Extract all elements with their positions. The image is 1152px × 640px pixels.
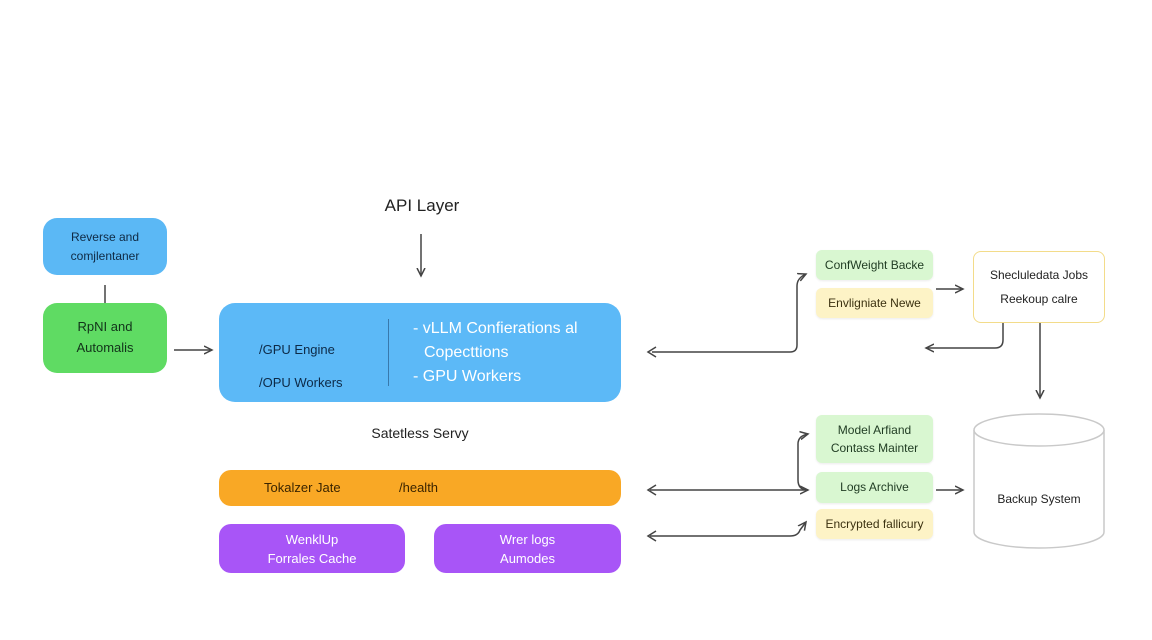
model-line1: Model Arfiand xyxy=(837,423,912,437)
wrer-logs-line1: Wrer logs xyxy=(499,531,556,547)
wrer-logs-box[interactable]: Wrer logs Aumodes xyxy=(434,524,621,573)
arrow-orange-left-head xyxy=(646,484,657,496)
arrow-logs-to-model xyxy=(797,434,808,491)
tokenizer-label: Tokalzer Jate xyxy=(264,480,341,495)
logs-archive-label: Logs Archive xyxy=(840,480,909,495)
rpni-node-line2: Automalis xyxy=(76,340,134,355)
stateless-subtitle: Satetless Servy xyxy=(371,425,469,441)
rpni-node-line1: RpNI and xyxy=(77,319,133,335)
scheduled-jobs-box[interactable]: Shecluledata Jobs Reekoup calre xyxy=(973,251,1105,323)
engine-right-column: - vLLM Confierations al Copecttions - GP… xyxy=(413,317,578,389)
encrypted-box[interactable]: Encrypted fallicury xyxy=(816,509,933,539)
arrow-scheduled-to-engine xyxy=(926,323,1004,348)
engine-divider xyxy=(388,319,389,386)
engine-left-column: /GPU Engine /OPU Workers xyxy=(259,333,343,399)
rpni-node[interactable]: RpNI and Automalis xyxy=(43,303,167,373)
engine-right-line1: - vLLM Confierations al xyxy=(413,320,578,337)
logs-archive-box[interactable]: Logs Archive xyxy=(816,472,933,503)
envligniate-box[interactable]: Envligniate Newe xyxy=(816,288,933,318)
arrow-engine-confweight xyxy=(652,274,806,353)
encrypted-label: Encrypted fallicury xyxy=(825,516,924,531)
arrow-engine-left-head xyxy=(646,346,657,358)
scheduled-line1: Shecluledata Jobs xyxy=(989,268,1089,282)
arrow-purple-left-head xyxy=(646,530,657,542)
engine-right-line2: Copecttions xyxy=(424,344,509,361)
health-label: /health xyxy=(399,480,439,495)
backup-cylinder xyxy=(973,413,1105,549)
engine-right-line3: - GPU Workers xyxy=(413,368,522,385)
model-artifact-box[interactable]: Model Arfiand Contass Mainter xyxy=(816,415,933,463)
warmup-cache-box[interactable]: WenklUp Forrales Cache xyxy=(219,524,405,573)
confweight-backe-box[interactable]: ConfWeight Backe xyxy=(816,250,933,280)
warmup-line1: WenklUp xyxy=(285,531,339,547)
wrer-logs-line2: Aumodes xyxy=(500,550,555,566)
model-line2: Contass Mainter xyxy=(830,441,919,455)
confweight-label: ConfWeight Backe xyxy=(824,257,925,272)
engine-left-line1: /GPU Engine xyxy=(259,342,335,357)
engine-left-line2: /OPU Workers xyxy=(259,375,343,390)
envligniate-label: Envligniate Newe xyxy=(828,295,921,310)
reverse-node-line1: Reverse and xyxy=(70,229,140,244)
tokenizer-bar[interactable]: Tokalzer Jate /health xyxy=(219,470,621,506)
reverse-node[interactable]: Reverse and comjlentaner xyxy=(43,218,167,275)
warmup-line2: Forrales Cache xyxy=(267,550,357,566)
scheduled-line2: Reekoup calre xyxy=(1000,292,1078,306)
backup-system-label: Backup System xyxy=(997,492,1081,506)
reverse-node-line2: comjlentaner xyxy=(70,248,140,263)
gpu-engine-box[interactable]: /GPU Engine /OPU Workers - vLLM Confiera… xyxy=(219,303,621,402)
api-layer-title: API Layer xyxy=(384,196,460,215)
arrow-purple-encrypted xyxy=(650,522,806,537)
